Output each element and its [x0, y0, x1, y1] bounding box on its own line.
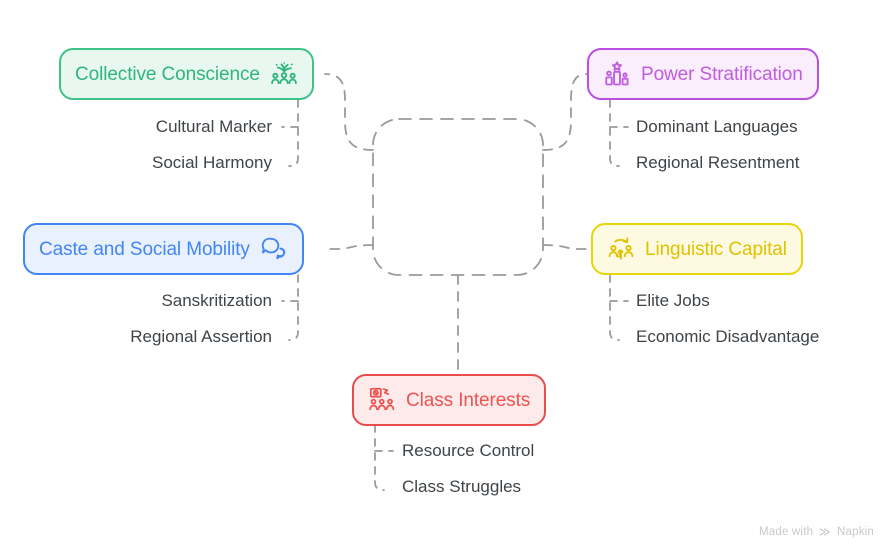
- connector-hub-to-caste: [324, 244, 374, 250]
- subitem-collective-conscience-1: Social Harmony: [152, 153, 272, 172]
- watermark-brand: Napkin: [837, 525, 874, 538]
- podium-star-icon: [603, 60, 631, 88]
- connector-linguistic-capital-stem: [609, 274, 620, 341]
- subitem-power-stratification-0: Dominant Languages: [636, 117, 798, 136]
- subitem-linguistic-capital-1: Economic Disadvantage: [636, 327, 820, 346]
- central-hub: [372, 118, 544, 276]
- watermark-prefix: Made with: [758, 525, 814, 538]
- node-caste-and-social-mobility[interactable]: Caste and Social Mobility: [23, 223, 304, 275]
- subitem-power-stratification-1: Regional Resentment: [636, 153, 800, 172]
- connector-hub-to-linguistic-capital: [542, 244, 592, 250]
- napkin-watermark: Made with ≫ Napkin: [759, 525, 874, 538]
- connector-collective-conscience-stem: [288, 99, 299, 167]
- people-exchange-money-icon: [607, 235, 635, 263]
- subitem-caste-1: Regional Assertion: [130, 327, 272, 346]
- subitem-linguistic-capital-0: Elite Jobs: [636, 291, 710, 310]
- people-celebration-icon: [270, 60, 298, 88]
- node-collective-conscience[interactable]: Collective Conscience: [59, 48, 314, 100]
- node-label-class-interests: Class Interests: [406, 389, 531, 411]
- subitem-collective-conscience-0: Cultural Marker: [155, 117, 272, 136]
- subitem-class-interests-0: Resource Control: [402, 441, 535, 460]
- connector-power-stratification-stem: [609, 99, 620, 167]
- connector-hub-to-power-stratification: [542, 73, 588, 151]
- node-label-caste-and-social-mobility: Caste and Social Mobility: [39, 238, 250, 260]
- node-label-collective-conscience: Collective Conscience: [75, 63, 260, 85]
- subitem-caste-0: Sanskritization: [161, 291, 272, 310]
- node-label-linguistic-capital: Linguistic Capital: [645, 238, 787, 260]
- napkin-logo-icon: ≫: [819, 524, 831, 539]
- speech-bubbles-icon: [260, 235, 288, 263]
- connector-caste-stem: [288, 274, 299, 341]
- subitem-class-interests-1: Class Struggles: [402, 477, 522, 496]
- protest-signs-icon: [368, 386, 396, 414]
- connector-class-interests-stem: [374, 424, 385, 491]
- node-linguistic-capital[interactable]: Linguistic Capital: [591, 223, 803, 275]
- node-class-interests[interactable]: Class Interests: [352, 374, 547, 426]
- node-label-power-stratification: Power Stratification: [641, 63, 803, 85]
- connector-hub-to-collective-conscience: [324, 73, 374, 151]
- node-power-stratification[interactable]: Power Stratification: [587, 48, 819, 100]
